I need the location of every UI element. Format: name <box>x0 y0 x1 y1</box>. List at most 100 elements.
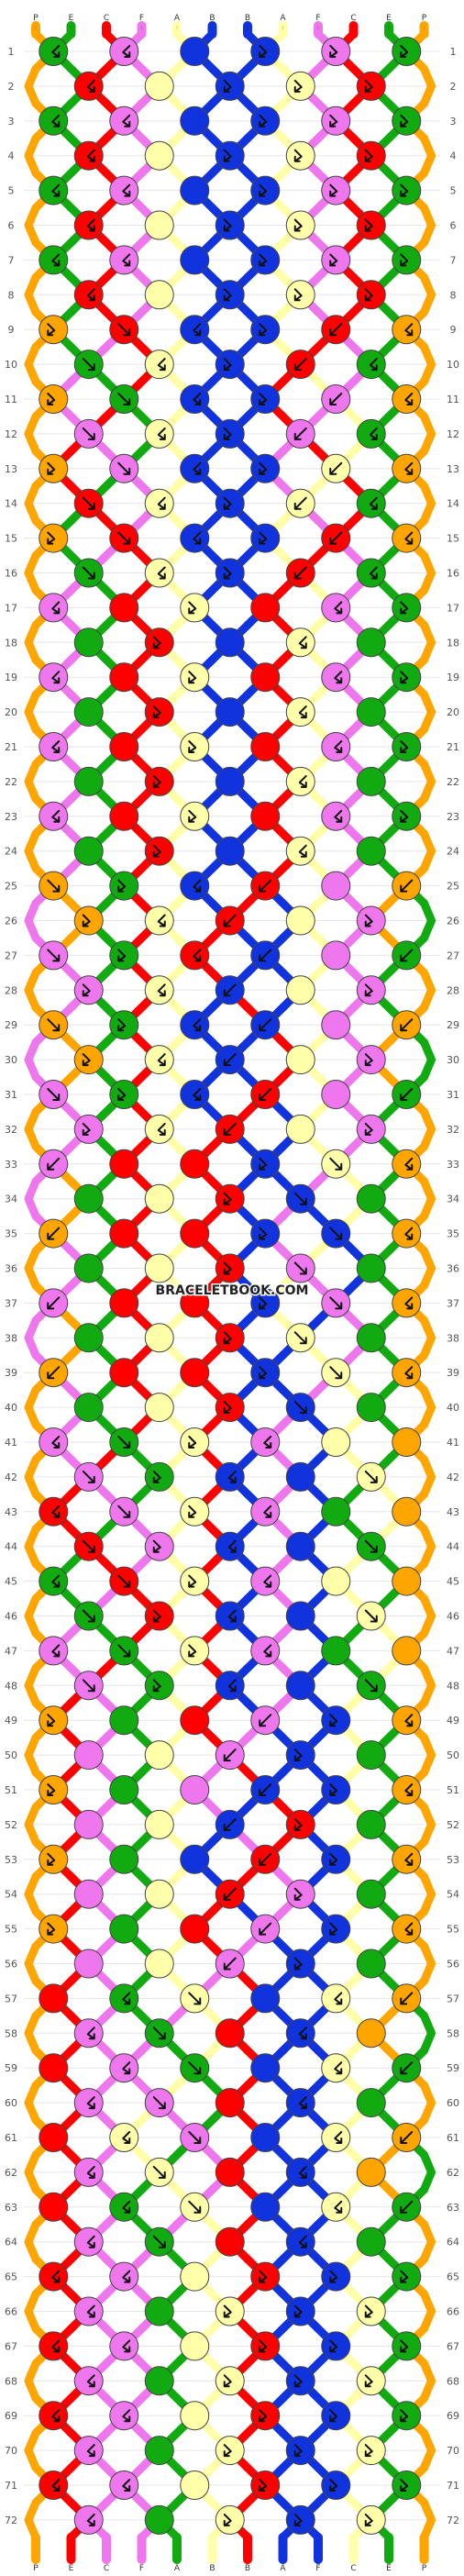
knot <box>109 2053 139 2083</box>
knot-direction-arrow-icon <box>152 1539 161 1553</box>
knot-direction-arrow-icon <box>188 2131 202 2144</box>
knot <box>356 2366 386 2396</box>
knot-direction-arrow-icon <box>117 1436 131 1449</box>
knot <box>321 37 351 66</box>
knot-direction-arrow-icon <box>223 1331 232 1345</box>
knot <box>215 766 245 796</box>
knot <box>109 2471 139 2500</box>
knot-direction-arrow-icon <box>223 427 232 440</box>
knot-direction-arrow-icon <box>293 218 303 232</box>
knot <box>109 1914 139 1944</box>
knot-circle <box>180 1705 210 1736</box>
knot-direction-arrow-icon <box>334 2131 343 2144</box>
knot <box>144 2504 174 2535</box>
knot-direction-arrow-icon <box>193 1018 202 1032</box>
row-number-left: 67 <box>5 2340 17 2352</box>
knot-direction-arrow-icon <box>400 253 409 267</box>
knot <box>392 1149 422 1179</box>
edge-strand-segment <box>420 2359 436 2403</box>
knot-direction-arrow-icon <box>329 114 338 128</box>
knot-direction-arrow-icon <box>51 2339 61 2353</box>
edge-strand-segment <box>24 1107 40 1151</box>
knot-direction-arrow-icon <box>117 1574 131 1588</box>
edge-strand-segment <box>420 342 436 386</box>
knot-circle <box>144 71 174 101</box>
knot-circle <box>144 1183 174 1214</box>
knot <box>215 488 245 518</box>
knot-grid <box>39 37 422 2535</box>
knot <box>144 836 174 866</box>
knot <box>109 523 139 553</box>
knot-circle <box>250 662 281 693</box>
row-number-left: 14 <box>5 498 17 510</box>
knot-direction-arrow-icon <box>259 1296 268 1310</box>
knot <box>39 175 69 205</box>
knot <box>392 2192 422 2222</box>
knot <box>144 1461 174 1492</box>
knot <box>144 2226 174 2257</box>
knot <box>215 71 245 101</box>
knot <box>180 1914 210 1944</box>
knot-direction-arrow-icon <box>82 1679 95 1693</box>
knot-direction-arrow-icon <box>334 740 343 753</box>
knot-direction-arrow-icon <box>51 2270 61 2283</box>
knot <box>392 662 422 693</box>
knot <box>180 2053 210 2083</box>
strand-label-top: A <box>280 14 286 23</box>
knot <box>180 1427 210 1457</box>
knot-direction-arrow-icon <box>369 496 378 510</box>
knot <box>392 1288 422 1318</box>
knot-direction-arrow-icon <box>47 1296 61 1310</box>
knot <box>215 836 245 866</box>
knot-direction-arrow-icon <box>364 1053 373 1067</box>
knot-circle <box>215 627 245 658</box>
row-number-right: 21 <box>447 741 459 753</box>
knot <box>39 105 69 136</box>
knot-direction-arrow-icon <box>122 1992 131 2005</box>
row-number-left: 47 <box>5 1645 17 1657</box>
knot <box>180 1636 210 1666</box>
knot <box>250 1218 281 1249</box>
row-number-left: 9 <box>8 324 15 336</box>
knot <box>215 1253 245 1283</box>
knot <box>321 384 351 414</box>
knot <box>73 210 104 240</box>
knot <box>285 905 315 936</box>
knot-direction-arrow-icon <box>364 1539 378 1553</box>
strand-label-bottom: E <box>386 2564 392 2573</box>
knot <box>39 453 69 483</box>
knot <box>321 1010 351 1040</box>
knot-direction-arrow-icon <box>193 949 202 962</box>
knot <box>392 1636 422 1666</box>
edge-strand-segment <box>420 2220 436 2264</box>
row-number-right: 33 <box>447 1159 459 1171</box>
knot-circle <box>180 2471 210 2500</box>
knot <box>285 1253 315 1283</box>
knot-circle <box>285 905 315 936</box>
knot <box>144 350 174 380</box>
row-number-right: 70 <box>447 2445 459 2457</box>
knot-direction-arrow-icon <box>404 1783 414 1796</box>
knot <box>73 2366 104 2396</box>
row-number-right: 63 <box>447 2202 459 2214</box>
row-number-left: 28 <box>5 984 17 996</box>
row-number-right: 46 <box>447 1611 459 1623</box>
knot-circle <box>180 1218 210 1249</box>
knot <box>356 280 386 310</box>
knot-direction-arrow-icon <box>263 1436 272 1449</box>
knot-direction-arrow-icon <box>293 566 307 580</box>
knot-circle <box>321 1496 351 1527</box>
row-number-right: 62 <box>447 2167 459 2179</box>
knot <box>39 593 69 623</box>
knot <box>109 2331 139 2361</box>
knot <box>392 732 422 761</box>
knot-direction-arrow-icon <box>51 601 61 615</box>
row-number-right: 57 <box>447 1993 459 2004</box>
knot-circle <box>215 2018 245 2049</box>
knot-direction-arrow-icon <box>223 1053 237 1067</box>
edge-strand-segment <box>420 1455 436 1499</box>
knot-direction-arrow-icon <box>152 774 161 788</box>
edge-strand-segment <box>420 1942 436 1985</box>
knot <box>180 1705 210 1736</box>
